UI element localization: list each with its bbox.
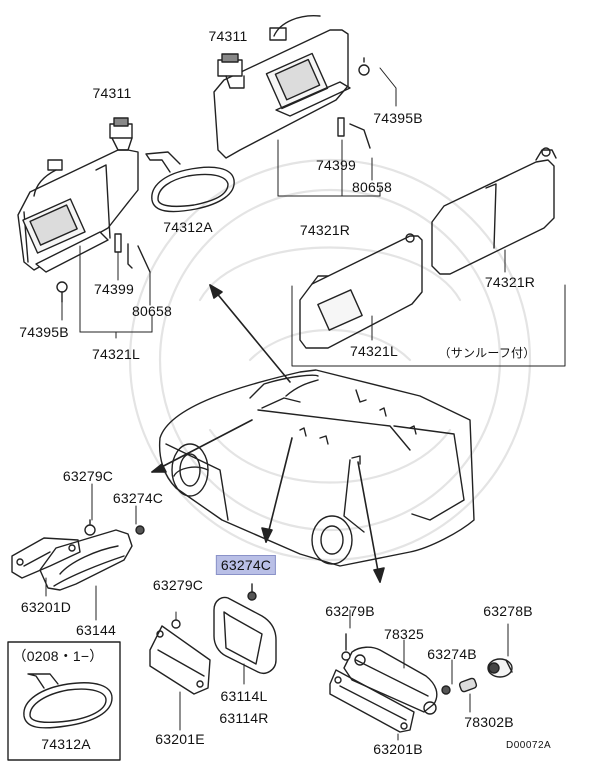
sun-visor-left — [17, 149, 139, 273]
date-code-box — [7, 641, 121, 761]
assist-grip-center — [213, 596, 277, 674]
label-74321l-sunroof: 74321L — [350, 343, 398, 359]
room-lamp-78325 — [343, 646, 438, 715]
leader-left-grip — [45, 483, 137, 621]
label-78325: 78325 — [384, 626, 424, 642]
visor-holder-74311-left — [109, 117, 133, 151]
leader-right — [349, 609, 509, 741]
label-date-code: （0208・1−） — [12, 648, 104, 664]
bracket-63201b — [329, 669, 415, 733]
label-63274b: 63274B — [427, 646, 477, 662]
label-63114r: 63114R — [219, 710, 269, 726]
label-74312a-bottom: 74312A — [41, 736, 91, 752]
sunroof-group-bracket — [291, 284, 566, 367]
screw-63279c-left — [84, 519, 96, 536]
cap-63274c-center — [247, 583, 257, 601]
label-63279c-mid: 63279C — [152, 577, 204, 593]
label-63201b: 63201B — [373, 741, 423, 757]
leader-74321l-left — [61, 245, 153, 339]
leader-74321r-top — [277, 67, 397, 197]
cap-63274b — [441, 685, 451, 695]
label-63114l: 63114L — [220, 688, 268, 704]
label-63278b: 63278B — [483, 603, 533, 619]
visor-holder-74311-top — [217, 53, 245, 89]
label-63279b: 63279B — [325, 603, 375, 619]
label-74399-right: 74399 — [316, 157, 356, 173]
label-80658-left: 80658 — [132, 303, 172, 319]
label-74395b-right: 74395B — [373, 110, 423, 126]
vehicle-body — [158, 369, 475, 567]
label-80658-right: 80658 — [352, 179, 392, 195]
screw-74395b-left — [56, 281, 68, 303]
bracket-63201d — [11, 537, 81, 579]
clip-74399-80658-left — [114, 233, 151, 273]
label-63274c-highlighted[interactable]: 63274C — [215, 555, 277, 575]
label-63201e: 63201E — [155, 731, 205, 747]
assist-grip-left — [39, 529, 133, 591]
label-74399-left: 74399 — [94, 281, 134, 297]
label-74395b-left: 74395B — [19, 324, 69, 340]
label-74312a-top: 74312A — [163, 219, 213, 235]
leader-sunroof — [371, 249, 506, 341]
clip-74399-80658-right — [337, 117, 371, 149]
sun-visor-left-sunroof — [299, 233, 423, 349]
leader-center — [175, 611, 245, 731]
drawing-code: D00072A — [506, 740, 552, 751]
rear-view-mirror-bottom — [23, 673, 113, 729]
sun-visor-right-top — [213, 15, 351, 159]
bracket-63201e — [149, 625, 211, 695]
label-63279c-left: 63279C — [62, 468, 114, 484]
arrows — [151, 284, 385, 583]
label-74321r-sunroof: 74321R — [484, 274, 536, 290]
label-63144: 63144 — [76, 622, 116, 638]
label-74311-top: 74311 — [208, 28, 248, 44]
lens-78302b — [458, 677, 478, 693]
label-78302b: 78302B — [464, 714, 514, 730]
label-63274c-left: 63274C — [112, 490, 164, 506]
bulb-63278b — [487, 658, 513, 678]
sun-visor-right-sunroof — [431, 147, 557, 275]
screw-74395b-right — [358, 57, 370, 76]
label-74311-left: 74311 — [92, 85, 132, 101]
label-63201d: 63201D — [20, 599, 72, 615]
label-74321r-top: 74321R — [299, 222, 351, 238]
screw-63279b — [341, 633, 351, 661]
rear-view-mirror-top — [145, 151, 235, 213]
label-sunroof-note: （サンルーフ付） — [438, 346, 536, 360]
label-74321l-left: 74321L — [92, 346, 140, 362]
screw-63279c-mid — [171, 619, 181, 629]
cap-63274c-left — [135, 525, 145, 535]
